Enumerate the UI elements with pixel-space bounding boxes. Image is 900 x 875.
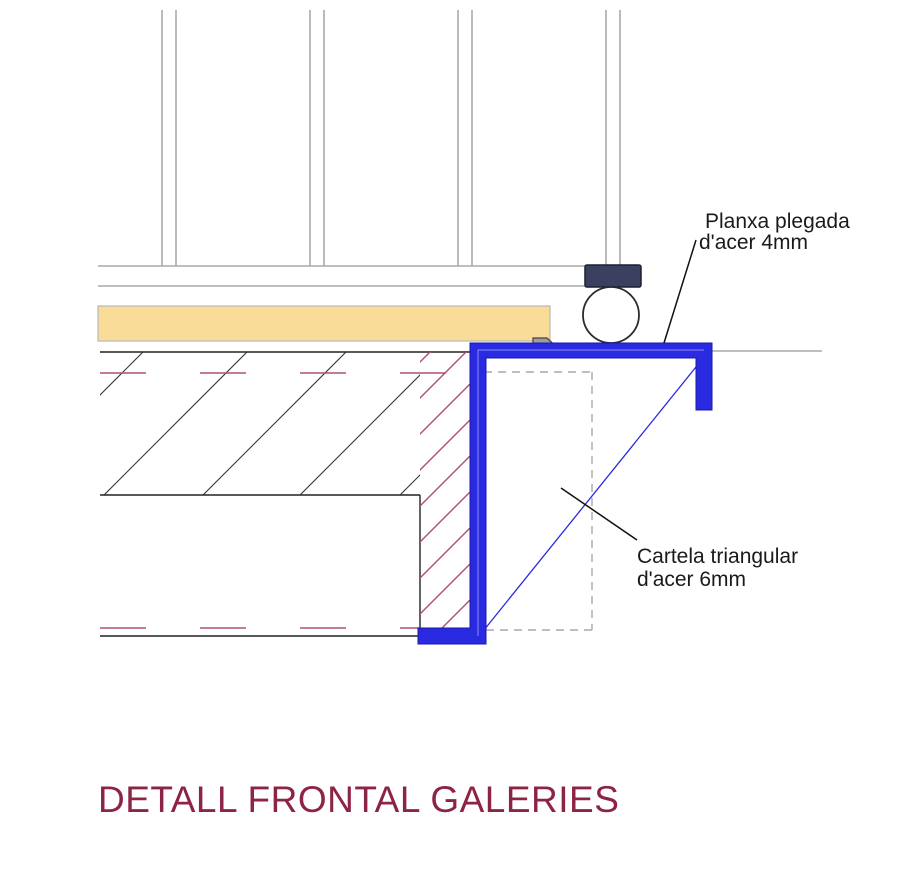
rebar-dashed-lines [100, 372, 470, 629]
drawing-title: DETALL FRONTAL GALERIES [98, 779, 619, 820]
plate-leader-line [663, 239, 697, 344]
triangular-bracket-diagonal [483, 361, 701, 631]
railing-verticals [161, 10, 621, 266]
bracket-label-line2: d'acer 6mm [637, 568, 746, 591]
slab-outline [100, 351, 470, 637]
plate-label-line2: d'acer 4mm [699, 231, 808, 254]
deck-board [97, 305, 551, 342]
bracket-leader-line [560, 487, 638, 541]
slab-hatching [100, 352, 420, 495]
edge-hatching [420, 352, 470, 628]
bracket-label-line1: Cartela triangular [637, 545, 798, 568]
roller-circle [582, 286, 640, 344]
plate-label-line1: Planxa plegada [705, 210, 850, 233]
folded-steel-plate [417, 342, 713, 645]
hidden-bracket-outline [484, 371, 593, 631]
bottom-rail [98, 265, 640, 287]
plate-inner-edge [477, 349, 704, 636]
rail-clamp-block [584, 264, 642, 288]
